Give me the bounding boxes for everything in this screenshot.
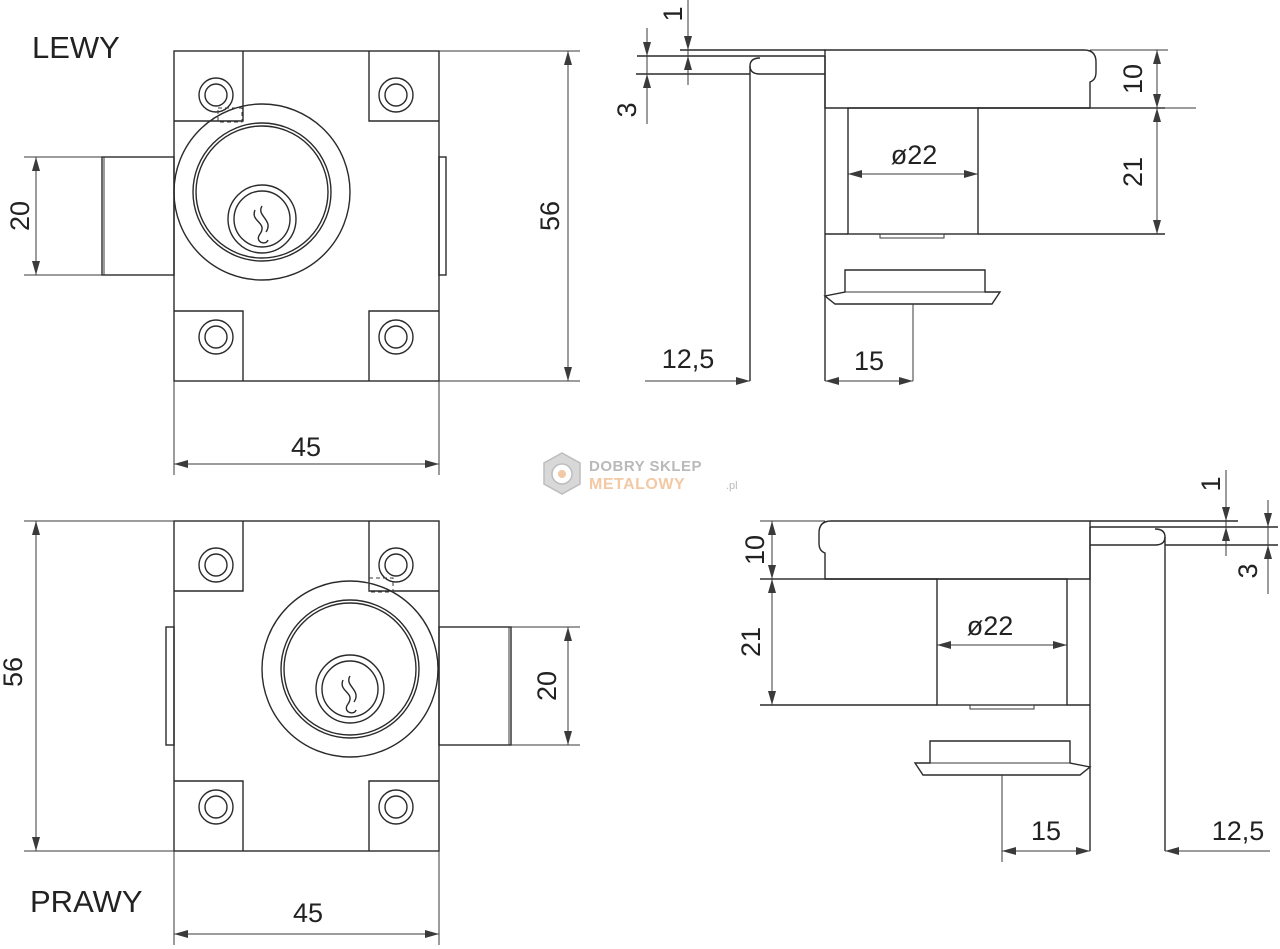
dim-width: 45 — [173, 381, 440, 475]
keyhole-ring — [227, 184, 297, 254]
dim-body-depth: 21 — [736, 579, 776, 705]
screw-hole — [378, 319, 414, 355]
svg-text:ø22: ø22 — [967, 611, 1014, 641]
svg-text:21: 21 — [736, 627, 766, 657]
left-plate — [173, 50, 440, 382]
dim-flange-height: 10 — [1090, 49, 1196, 109]
keyhole-ring — [315, 654, 385, 724]
left-side-slot — [438, 156, 447, 276]
screw-hole — [198, 77, 234, 113]
svg-text:10: 10 — [740, 535, 770, 565]
svg-text:1: 1 — [658, 6, 688, 21]
svg-text:12,5: 12,5 — [1212, 816, 1265, 846]
svg-text:21: 21 — [1118, 157, 1148, 187]
keyhole-icon — [341, 675, 357, 714]
right-side-slot — [165, 626, 175, 746]
dim-body-depth: 21 — [1118, 108, 1161, 234]
svg-text:15: 15 — [854, 346, 884, 376]
right-plate — [173, 520, 440, 852]
dim-bolt-height: 20 — [5, 156, 102, 276]
dim-height: 56 — [439, 50, 580, 382]
dim-plate-offset: 3 — [612, 28, 651, 124]
left-cylinder-inner — [192, 122, 332, 262]
store-logo: DOBRY SKLEP METALOWY .pl — [543, 452, 738, 495]
dim-depth: 15 — [1002, 816, 1090, 855]
svg-text:12,5: 12,5 — [662, 344, 715, 374]
svg-text:3: 3 — [612, 102, 642, 117]
right-cylinder-outer — [261, 580, 439, 758]
svg-text:1: 1 — [1196, 476, 1226, 491]
label-left: LEWY — [32, 30, 120, 65]
dim-width: 45 — [173, 851, 440, 945]
left-side-view: 1 3 10 21 ø22 — [612, 0, 1196, 385]
svg-text:15: 15 — [1031, 816, 1061, 846]
dim-depth: 15 — [825, 346, 913, 385]
screw-hole — [378, 547, 414, 583]
svg-text:56: 56 — [0, 657, 28, 687]
lock-body — [847, 107, 979, 235]
svg-text:.pl: .pl — [726, 480, 738, 492]
bolt-head — [823, 269, 1002, 305]
right-front-view: PRAWY 56 — [0, 520, 580, 945]
screw-hole — [198, 789, 234, 825]
dim-height: 56 — [0, 520, 174, 852]
left-bolt — [101, 156, 175, 276]
left-front-view: LEWY 20 — [5, 30, 580, 475]
label-right: PRAWY — [30, 884, 143, 919]
svg-text:3: 3 — [1233, 563, 1263, 578]
keyhole-icon — [253, 205, 269, 244]
flange — [824, 49, 1097, 109]
dim-offset: 12,5 — [1165, 816, 1270, 855]
screw-hole — [198, 547, 234, 583]
dim-flange-height: 10 — [740, 520, 825, 580]
right-side-view: 10 21 ø22 1 3 — [736, 470, 1278, 862]
bolt-head — [913, 740, 1092, 776]
dim-offset: 12,5 — [645, 344, 750, 385]
dim-bolt-height: 20 — [511, 626, 580, 746]
screw-hole — [198, 319, 234, 355]
svg-text:METALOWY: METALOWY — [589, 476, 685, 493]
lock-body — [936, 578, 1068, 706]
left-cylinder-outer — [173, 103, 351, 281]
dim-diameter: ø22 — [848, 140, 978, 178]
dim-plate-thickness: 1 — [1196, 470, 1230, 556]
svg-text:20: 20 — [5, 201, 35, 231]
screw-hole — [378, 77, 414, 113]
screw-hole — [378, 789, 414, 825]
right-bolt — [438, 626, 512, 746]
svg-text:20: 20 — [532, 671, 562, 701]
right-cylinder-inner — [280, 599, 420, 739]
flange — [818, 520, 1091, 580]
dim-plate-thickness: 1 — [658, 0, 692, 85]
svg-text:45: 45 — [293, 898, 323, 928]
svg-text:DOBRY SKLEP: DOBRY SKLEP — [589, 458, 702, 475]
dim-diameter: ø22 — [937, 611, 1067, 649]
svg-text:ø22: ø22 — [891, 140, 938, 170]
svg-text:45: 45 — [291, 432, 321, 462]
svg-text:56: 56 — [535, 201, 565, 231]
svg-text:10: 10 — [1118, 64, 1148, 94]
dim-plate-offset: 3 — [1233, 500, 1272, 594]
